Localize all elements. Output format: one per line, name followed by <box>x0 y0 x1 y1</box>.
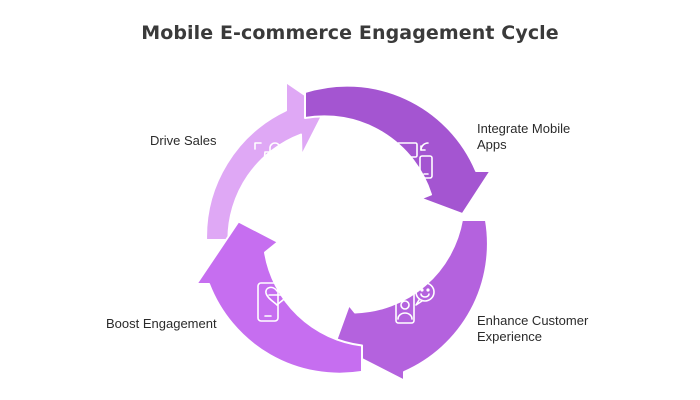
page-title: Mobile E-commerce Engagement Cycle <box>141 22 559 44</box>
label-drive-sales: Drive Sales <box>150 133 217 148</box>
desktop-mobile-sync-icon <box>396 142 433 180</box>
smiling-customer-chat-icon <box>395 282 435 324</box>
label-boost-engagement: Boost Engagement <box>106 316 217 331</box>
segment-integrate-apps <box>304 84 492 215</box>
phone-heart-icon <box>257 282 289 322</box>
label-enhance-cx: Enhance Customer Experience <box>477 313 589 344</box>
label-integrate-apps: Integrate Mobile Apps <box>477 121 571 152</box>
segment-boost-engagement <box>195 220 363 375</box>
shopping-bag-dollar-icon <box>254 142 296 178</box>
